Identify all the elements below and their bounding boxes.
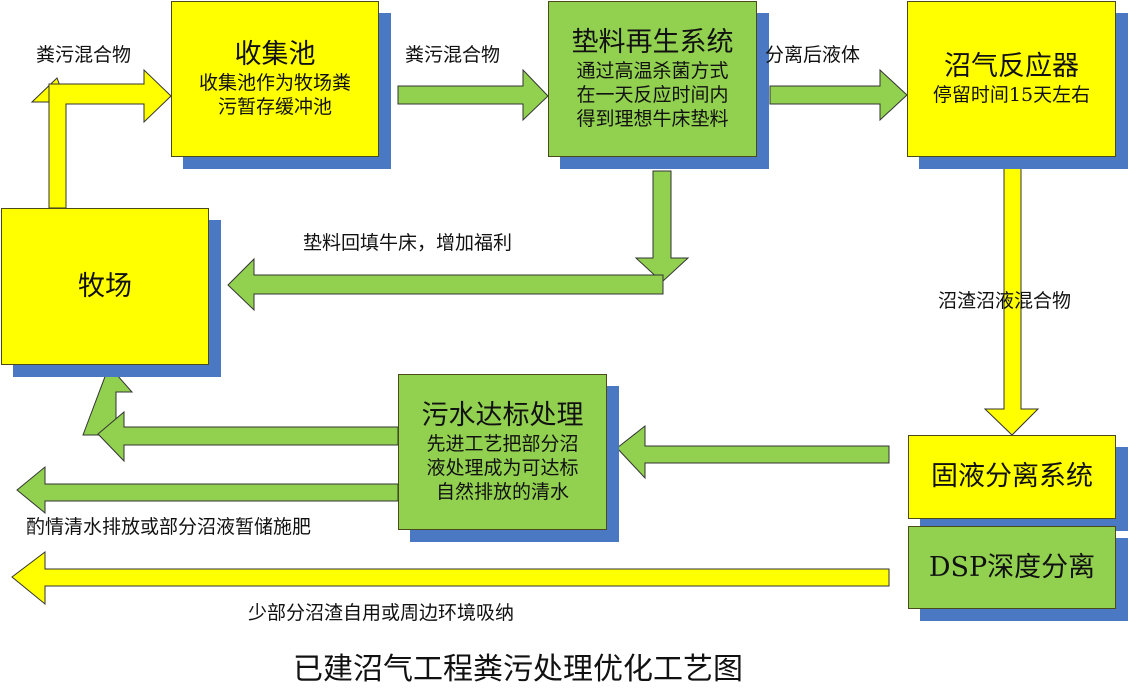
arrow-separation-to-treatment xyxy=(616,424,890,480)
biogas-reactor-title: 沼气反应器 xyxy=(944,51,1079,82)
arrow-bedding-back-to-ranch xyxy=(227,257,664,312)
bedding-regeneration-line-1: 通过高温杀菌方式 xyxy=(576,60,729,82)
arrow-treatment-to-ranch xyxy=(97,410,399,463)
arrow-clear-water-discharge xyxy=(16,465,399,515)
label-bedding-back-to-ranch: 垫料回填牛床，增加福利 xyxy=(303,232,513,254)
bedding-regeneration-line-2: 在一天反应时间内 xyxy=(576,84,729,106)
diagram-caption: 已建沼气工程粪污处理优化工艺图 xyxy=(293,652,743,687)
label-ranch-to-pool: 粪污混合物 xyxy=(36,44,132,66)
bedding-regeneration-line-3: 得到理想牛床垫料 xyxy=(576,108,729,130)
arrow-bedding-down xyxy=(634,170,690,283)
solid-liquid-separation-title: 固液分离系统 xyxy=(931,461,1093,492)
arrow-reactor-to-separation xyxy=(983,156,1040,436)
wastewater-treatment-line-2: 液处理成为可达标 xyxy=(426,457,579,479)
arrow-residue-use xyxy=(11,550,890,606)
arrow-treatment-to-ranch-up xyxy=(82,365,134,436)
collection-pool-line-1: 收集池作为牧场粪 xyxy=(198,72,351,94)
dsp-separation-box: DSP深度分离 xyxy=(908,526,1116,609)
label-residue-use: 少部分沼渣自用或周边环境吸纳 xyxy=(248,602,515,624)
label-clear-water-discharge: 酌情清水排放或部分沼液暂储施肥 xyxy=(26,516,312,538)
solid-liquid-separation-box: 固液分离系统 xyxy=(908,435,1116,519)
collection-pool-line-2: 污暂存缓冲池 xyxy=(217,96,332,118)
ranch-title: 牧场 xyxy=(78,270,132,302)
ranch-box: 牧场 xyxy=(1,208,209,365)
wastewater-treatment-box: 污水达标处理 先进工艺把部分沼 液处理成为可达标 自然排放的清水 xyxy=(398,374,607,530)
collection-pool-title: 收集池 xyxy=(234,39,316,70)
biogas-reactor-box: 沼气反应器 停留时间15天左右 xyxy=(907,1,1116,157)
arrow-bedding-to-reactor xyxy=(769,68,908,122)
wastewater-treatment-title: 污水达标处理 xyxy=(421,400,584,431)
collection-pool-box: 收集池 收集池作为牧场粪 污暂存缓冲池 xyxy=(171,1,379,157)
arrow-ranch-to-pool xyxy=(48,68,172,209)
label-reactor-to-separation: 沼渣沼液混合物 xyxy=(938,290,1072,312)
label-bedding-to-reactor: 分离后液体 xyxy=(765,44,861,66)
dsp-separation-title: DSP深度分离 xyxy=(928,551,1096,583)
bedding-regeneration-box: 垫料再生系统 通过高温杀菌方式 在一天反应时间内 得到理想牛床垫料 xyxy=(548,1,757,157)
wastewater-treatment-line-3: 自然排放的清水 xyxy=(435,481,569,503)
arrow-pool-to-bedding xyxy=(397,68,549,122)
wastewater-treatment-line-1: 先进工艺把部分沼 xyxy=(426,433,579,455)
biogas-reactor-line-1: 停留时间15天左右 xyxy=(932,84,1091,106)
label-pool-to-bedding: 粪污混合物 xyxy=(405,44,501,66)
bedding-regeneration-title: 垫料再生系统 xyxy=(571,27,734,58)
